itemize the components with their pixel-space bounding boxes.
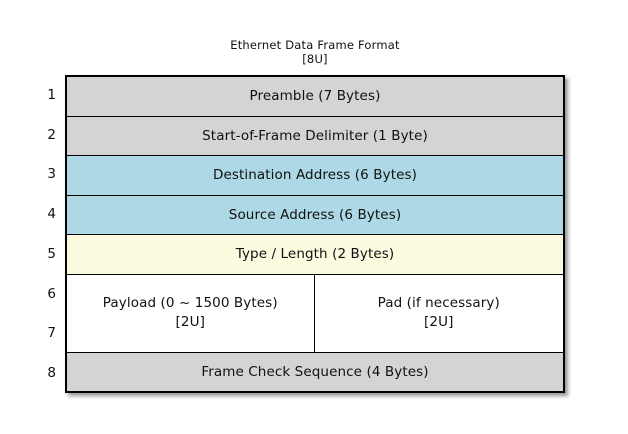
row-number-6: 6 xyxy=(47,285,56,302)
frame-row-destination-address: Destination Address (6 Bytes) xyxy=(67,155,563,195)
row-number-7: 7 xyxy=(47,325,56,342)
row-number-1: 1 xyxy=(47,86,56,103)
row-number-5: 5 xyxy=(47,245,56,262)
diagram-subtitle: [8U] xyxy=(302,52,328,66)
frame-row-payload-pad: Payload (0 ~ 1500 Bytes) [2U] Pad (if ne… xyxy=(67,273,564,352)
frame-row-fcs: Frame Check Sequence (4 Bytes) xyxy=(67,351,563,391)
payload-label: Payload (0 ~ 1500 Bytes) xyxy=(102,295,278,311)
ethernet-frame-table: Preamble (7 Bytes) Start-of-Frame Delimi… xyxy=(65,75,565,393)
frame-row-sfd: Start-of-Frame Delimiter (1 Byte) xyxy=(67,115,563,155)
diagram-title-block: Ethernet Data Frame Format [8U] xyxy=(65,38,565,66)
row-number-rail: 1 2 3 4 5 6 7 8 xyxy=(0,75,56,393)
frame-row-source-address: Source Address (6 Bytes) xyxy=(67,194,563,234)
frame-cell-payload: Payload (0 ~ 1500 Bytes) [2U] xyxy=(67,275,314,352)
row-number-2: 2 xyxy=(47,126,56,143)
row-number-8: 8 xyxy=(47,365,56,382)
frame-row-preamble: Preamble (7 Bytes) xyxy=(67,77,563,116)
pad-label: Pad (if necessary) xyxy=(377,295,500,311)
row-number-3: 3 xyxy=(47,166,56,183)
row-number-4: 4 xyxy=(47,206,56,223)
pad-sub-label: [2U] xyxy=(424,314,454,330)
frame-cell-pad: Pad (if necessary) [2U] xyxy=(313,274,564,352)
diagram-title: Ethernet Data Frame Format xyxy=(230,38,400,52)
payload-sub-label: [2U] xyxy=(175,314,205,330)
frame-row-type-length: Type / Length (2 Bytes) xyxy=(67,234,563,274)
